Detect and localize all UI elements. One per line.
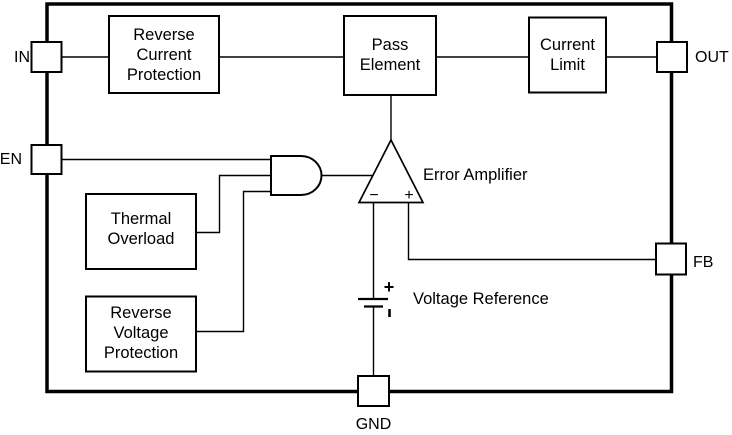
block-label-line: Protection <box>104 344 178 362</box>
error-amplifier-label: Error Amplifier <box>423 166 528 184</box>
amplifier-plus-input-label: + <box>404 187 413 204</box>
block-label-line: Limit <box>550 56 585 74</box>
block-current-limit: Current Limit <box>528 16 607 94</box>
block-label-line: Protection <box>127 66 201 84</box>
block-label-line: Pass <box>372 36 409 54</box>
voltage-reference-label: Voltage Reference <box>413 290 549 308</box>
block-pass-element: Pass Element <box>343 15 437 96</box>
block-label-line: Current <box>540 36 595 54</box>
pin-fb: FB <box>655 242 713 276</box>
wire-reverse-voltage-to-gate <box>196 190 271 333</box>
battery-plus-label: + <box>384 277 395 297</box>
amplifier-minus-input-label: − <box>369 187 378 204</box>
block-label-line: Voltage <box>113 324 168 342</box>
voltage-reference: + Voltage Reference <box>358 277 549 317</box>
pin-box <box>30 144 63 175</box>
block-reverse-current-protection: Reverse Current Protection <box>108 15 220 94</box>
block-box <box>85 193 197 270</box>
block-label-line: Overload <box>108 230 175 248</box>
and-gate-icon <box>270 155 323 196</box>
block-thermal-overload: Thermal Overload <box>85 193 197 270</box>
pin-in: IN <box>14 41 63 73</box>
block-label-line: Reverse <box>110 304 171 322</box>
block-box <box>343 15 437 96</box>
block-label-line: Element <box>360 56 421 74</box>
pin-box <box>656 41 688 73</box>
pin-box <box>357 375 390 407</box>
pin-label: EN <box>0 151 22 168</box>
pin-label: GND <box>356 416 392 433</box>
block-box <box>528 16 607 94</box>
opamp-triangle-icon <box>357 138 425 204</box>
pin-out: OUT <box>656 41 729 73</box>
pin-gnd: GND <box>356 375 392 433</box>
block-label-line: Thermal <box>111 210 172 228</box>
pin-en: EN <box>0 144 63 175</box>
error-amplifier: − + Error Amplifier <box>357 138 528 204</box>
block-label-line: Current <box>136 46 191 64</box>
block-reverse-voltage-protection: Reverse Voltage Protection <box>85 295 197 373</box>
wires <box>62 56 657 376</box>
pin-box <box>655 242 687 276</box>
block-box <box>85 295 197 373</box>
pin-label: OUT <box>695 49 729 66</box>
pin-label: IN <box>14 49 30 66</box>
wire-amplifier-plus-to-fb <box>407 202 656 261</box>
pin-label: FB <box>693 254 713 271</box>
pin-box <box>30 41 63 73</box>
wire-thermal-to-gate <box>196 174 271 234</box>
block-label-line: Reverse <box>133 26 194 44</box>
block-box <box>108 15 220 94</box>
